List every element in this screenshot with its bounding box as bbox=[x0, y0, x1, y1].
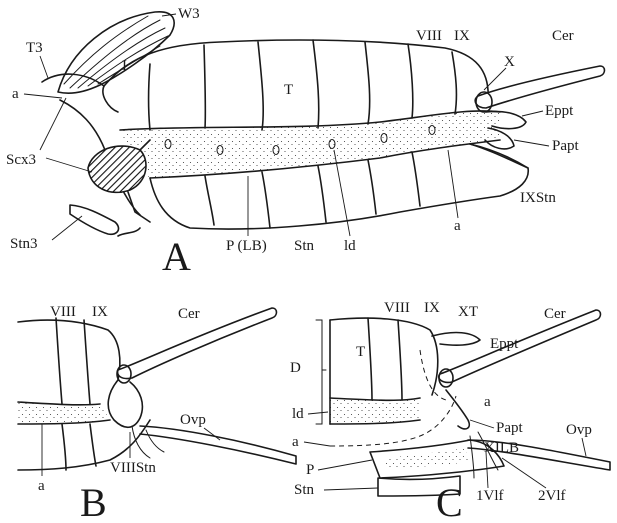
panel-c-letter: C bbox=[436, 480, 463, 523]
label-a-right: a bbox=[454, 218, 461, 234]
label-2vlf: 2Vlf bbox=[538, 488, 566, 504]
pleural-region bbox=[120, 111, 500, 178]
label-p-lb: P (LB) bbox=[226, 238, 267, 254]
label-stn-a: Stn bbox=[294, 238, 315, 254]
label-cer-a: Cer bbox=[552, 28, 574, 44]
label-papt-c: Papt bbox=[496, 420, 524, 436]
panel-b-drawing: B VIII IX Cer Ovp VIIIStn a bbox=[18, 304, 296, 523]
coxa-hatched bbox=[88, 146, 146, 192]
label-eppt-c: Eppt bbox=[490, 336, 519, 352]
label-t: T bbox=[284, 82, 293, 98]
label-stn3: Stn3 bbox=[10, 236, 38, 252]
label-d: D bbox=[290, 360, 301, 376]
cercus-c bbox=[439, 310, 601, 382]
label-eppt-a: Eppt bbox=[545, 103, 574, 119]
label-t-c: T bbox=[356, 344, 365, 360]
cercus-a bbox=[475, 66, 604, 108]
panel-b-letter: B bbox=[80, 480, 107, 523]
label-ld-a: ld bbox=[344, 238, 356, 254]
label-ix-a: IX bbox=[454, 28, 470, 44]
label-w3: W3 bbox=[178, 6, 200, 22]
abdomen-b-top bbox=[18, 320, 120, 380]
label-ovp-c: Ovp bbox=[566, 422, 592, 438]
label-ixstn: IXStn bbox=[520, 190, 556, 206]
label-ovp-b: Ovp bbox=[180, 412, 206, 428]
label-xilb: XILB bbox=[484, 440, 519, 456]
label-scx3: Scx3 bbox=[6, 152, 36, 168]
label-t3: T3 bbox=[26, 40, 43, 56]
label-ld-c: ld bbox=[292, 406, 304, 422]
label-viiistn: VIIIStn bbox=[110, 460, 156, 476]
label-ix-c: IX bbox=[424, 300, 440, 316]
label-a-upper-c: a bbox=[484, 394, 491, 410]
label-stn-c: Stn bbox=[294, 482, 315, 498]
label-xt: XT bbox=[458, 304, 478, 320]
label-i: I bbox=[122, 58, 127, 74]
panel-c-drawing: C VIII IX XT Eppt Cer T D a Papt XILB Ov… bbox=[290, 300, 610, 523]
label-papt-a: Papt bbox=[552, 138, 580, 154]
abdomen-c-top bbox=[330, 318, 438, 395]
label-viii-b: VIII bbox=[50, 304, 76, 320]
label-p-c: P bbox=[306, 462, 314, 478]
label-viii-c: VIII bbox=[384, 300, 410, 316]
tergum-outline bbox=[104, 40, 488, 100]
label-a-b: a bbox=[38, 478, 45, 494]
label-1vlf: 1Vlf bbox=[476, 488, 504, 504]
label-viii-a: VIII bbox=[416, 28, 442, 44]
label-a-left: a bbox=[12, 86, 19, 102]
label-ix-b: IX bbox=[92, 304, 108, 320]
panel-a-drawing: A W3 T3 a I Scx3 Stn3 T VIII IX X Cer Ep… bbox=[6, 6, 605, 279]
label-a-lower-c: a bbox=[292, 434, 299, 450]
wing-shape bbox=[58, 12, 174, 93]
panel-a-letter: A bbox=[162, 234, 191, 279]
label-cer-b: Cer bbox=[178, 306, 200, 322]
label-cer-c: Cer bbox=[544, 306, 566, 322]
label-x-a: X bbox=[504, 54, 515, 70]
